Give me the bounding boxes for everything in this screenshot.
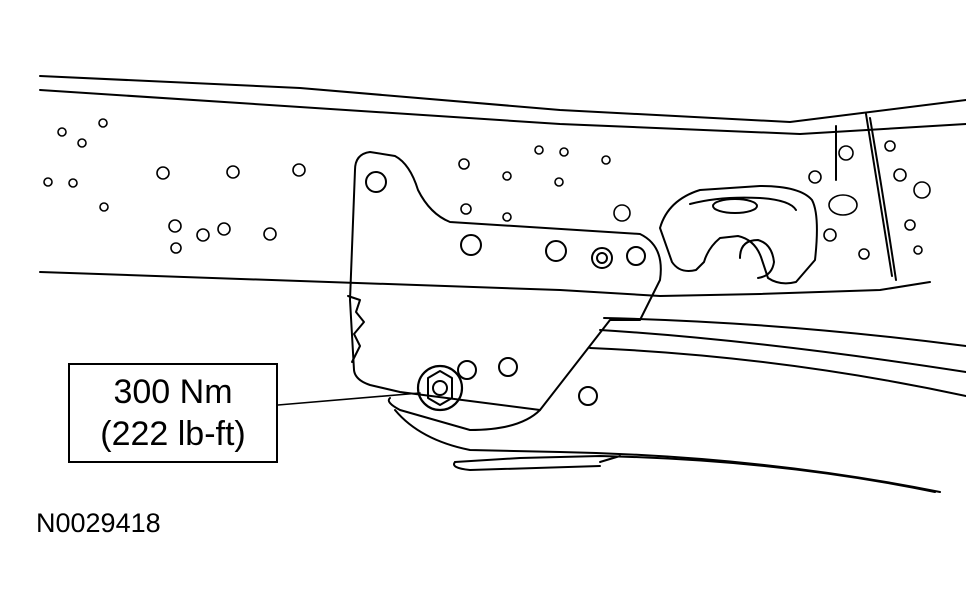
spring-hanger bbox=[660, 186, 817, 283]
callout-leader-line bbox=[278, 393, 420, 405]
mounting-bracket bbox=[348, 152, 661, 410]
figure-reference-code: N0029418 bbox=[36, 508, 161, 538]
leaf-spring bbox=[389, 318, 966, 492]
torque-imperial-label: (222 lb-ft) bbox=[100, 415, 246, 453]
torque-metric-label: 300 Nm bbox=[113, 373, 233, 411]
frame-rail bbox=[40, 76, 966, 296]
torque-callout: 300 Nm (222 lb-ft) bbox=[68, 363, 278, 463]
bolt-icon bbox=[418, 366, 462, 410]
frame-holes bbox=[44, 119, 930, 259]
